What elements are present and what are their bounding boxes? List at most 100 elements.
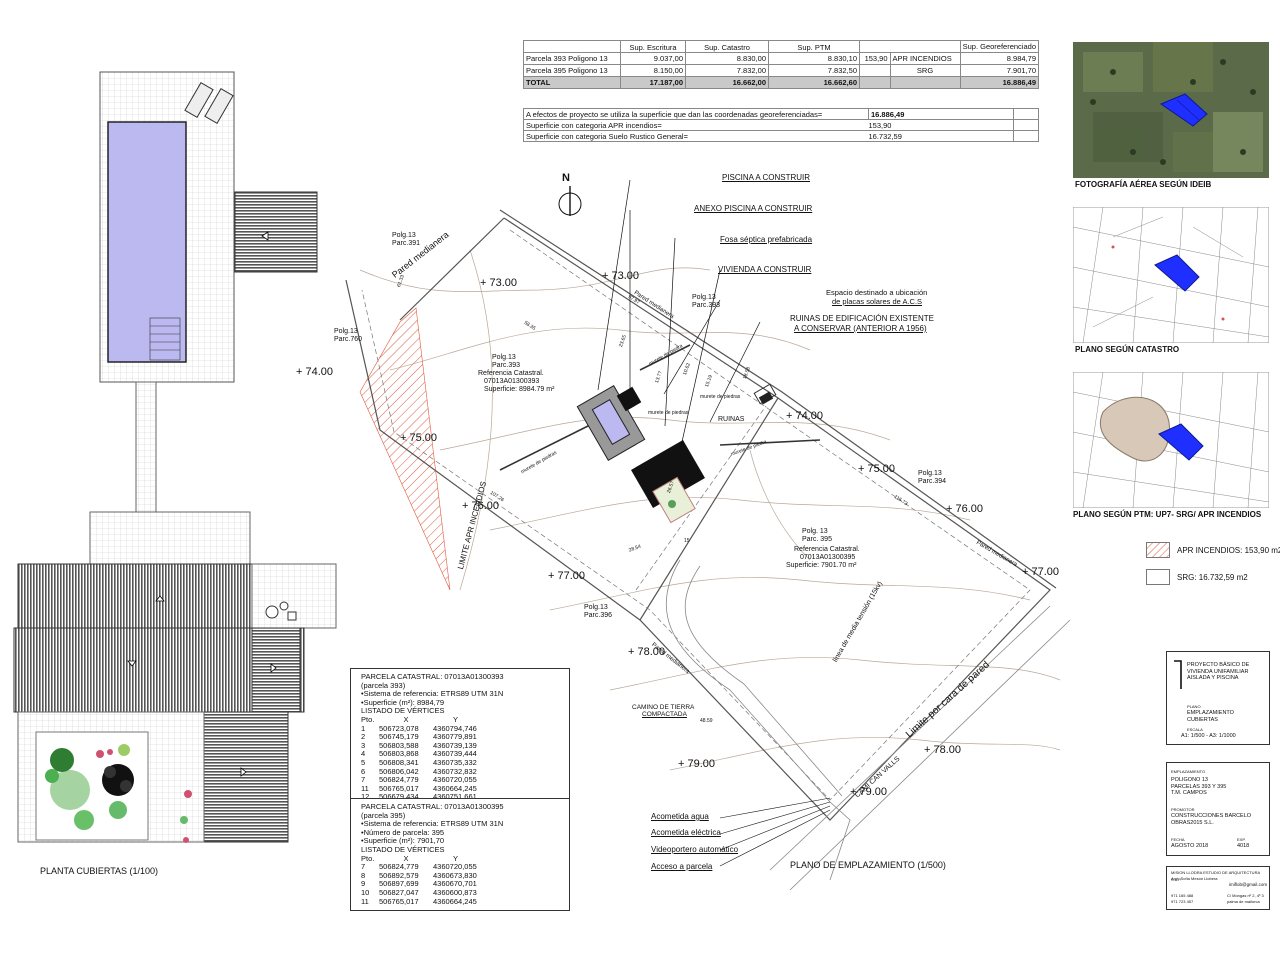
cadastral-ref-label: Referencia Catastral. xyxy=(478,370,544,377)
aerial-photo xyxy=(1073,42,1269,178)
vertex-list-393: PARCELA CATASTRAL: 07013A01300393 (parce… xyxy=(350,668,570,807)
parcel-label: Parc. 395 xyxy=(802,536,832,543)
parcel-boundary xyxy=(345,209,1057,821)
roof-plan-drawing xyxy=(13,71,337,843)
parcel-label: Polg.13 xyxy=(584,604,608,611)
pool-annex-roof xyxy=(234,191,318,273)
titleblock-site: EMPLAZAMIENTO POLIGONO 13 PARCELAS 393 Y… xyxy=(1166,762,1270,856)
elevation-label: + 74.00 xyxy=(296,366,334,378)
callout-access: Acceso a parcela xyxy=(651,862,713,871)
stone-wall-label: murete de piedras xyxy=(700,394,741,400)
callout-pool-annex: ANEXO PISCINA A CONSTRUIR xyxy=(694,204,813,213)
parcel-label: Parc.396 xyxy=(584,612,613,619)
callout-solar-2: de placas solares de A.C.S xyxy=(832,297,923,306)
table-row: Parcela 395 Poligono 13 8.150,00 7.832,0… xyxy=(523,64,1040,77)
note-row: A efectos de proyecto se utiliza la supe… xyxy=(523,108,1039,120)
callout-road-2: COMPACTADA xyxy=(642,711,687,718)
callout-house: VIVIENDA A CONSTRUIR xyxy=(718,265,812,274)
pool-building-group xyxy=(576,384,705,524)
stone-wall-label: murete de piedras xyxy=(648,410,689,416)
vertex-list-395: PARCELA CATASTRAL: 07013A01300395 (parce… xyxy=(350,798,570,912)
elevation-label: + 73.00 xyxy=(602,270,640,282)
surface-notes: A efectos de proyecto se utiliza la supe… xyxy=(523,108,1039,142)
road xyxy=(665,559,1070,890)
titleblock-project: PROYECTO BÁSICO DE VIVIENDA UNIFAMILIAR … xyxy=(1166,651,1270,745)
contour-lines xyxy=(359,249,1061,771)
parcel-label: Parc.391 xyxy=(392,240,421,247)
parcel-area: Superficie: 8984.79 m² xyxy=(484,386,555,393)
elevation-label: + 74.00 xyxy=(786,410,824,422)
photo-caption: FOTOGRAFÍA AÉREA SEGÚN IDEIB xyxy=(1075,180,1212,189)
legend-swatch-srg xyxy=(1146,569,1170,585)
callout-videoportero: Videoportero automático xyxy=(651,845,739,854)
georef-header: Sup. Georeferenciado xyxy=(962,42,1036,51)
elevation-label: + 76.00 xyxy=(946,503,984,515)
elevation-label: + 76.00 xyxy=(462,500,500,512)
parcel-highlight xyxy=(1154,254,1200,292)
surface-table: Sup. Escritura Sup. Catastro Sup. PTM Su… xyxy=(523,40,1040,89)
titleblock-office: MISION LLODRA ESTUDIO DE ARQUITECTURA S.… xyxy=(1166,866,1270,910)
parcel-label: Polg.13 xyxy=(692,294,716,301)
house-roof xyxy=(17,563,255,629)
parcel-label: Polg. 13 xyxy=(802,528,828,535)
elevation-label: + 78.00 xyxy=(628,646,666,658)
cadastral-ref-label: Referencia Catastral. xyxy=(794,546,860,553)
parcel-area: Superficie: 7901.70 m² xyxy=(786,562,857,569)
legend-label-apr: APR INCENDIOS: 153,90 m2 xyxy=(1177,546,1280,555)
parcel-label: Polg.13 xyxy=(918,470,942,477)
dimension-label: 15 xyxy=(684,538,690,544)
cadastre-map xyxy=(1073,207,1269,343)
parcel-label: Parc.393 xyxy=(492,362,521,369)
apr-zone xyxy=(1099,396,1170,462)
elevation-label: + 73.00 xyxy=(480,277,518,289)
surface-table-header: Sup. Escritura Sup. Catastro Sup. PTM Su… xyxy=(523,40,1040,53)
ptm-map xyxy=(1073,372,1269,508)
callout-solar-1: Espacio destinado a ubicación xyxy=(826,288,928,297)
office-email: imiflob@gmail.com xyxy=(1229,882,1268,887)
elevation-label: + 77.00 xyxy=(548,570,586,582)
sun-lounger xyxy=(184,81,214,119)
north-label: N xyxy=(562,172,570,184)
parcel-highlight xyxy=(1159,93,1208,127)
callout-ruins-1: RUINAS DE EDIFICACIÓN EXISTENTE xyxy=(790,314,935,323)
table-row: Parcela 393 Poligono 13 9.037,00 8.830,0… xyxy=(523,52,1040,65)
callout-ruins-2: A CONSERVAR (ANTERIOR A 1956) xyxy=(794,324,927,333)
pool xyxy=(107,121,187,363)
table-total-row: TOTAL 17.187,00 16.662,00 16.662,60 16.8… xyxy=(523,76,1040,89)
site-pool xyxy=(591,398,631,446)
acometida-leaders xyxy=(719,797,831,867)
note-row: Superficie con categoria APR incendios=1… xyxy=(523,119,1039,131)
elevation-label: + 79.00 xyxy=(678,758,716,770)
photo-caption: PLANO SEGÚN PTM: UP7- SRG/ APR INCENDIOS xyxy=(1073,510,1262,519)
elevation-label: + 75.00 xyxy=(858,463,896,475)
site-plan-drawing xyxy=(345,179,1070,890)
parcel-label: Parc.394 xyxy=(918,478,947,485)
site-plan-title: PLANO DE EMPLAZAMIENTO (1/500) xyxy=(790,860,946,870)
parcel-label: Polg.13 xyxy=(392,232,416,239)
ruins-label: RUINAS xyxy=(718,416,745,423)
callout-leaders xyxy=(597,179,761,461)
stone-walls xyxy=(499,344,821,471)
architect-logo xyxy=(1174,660,1182,689)
sun-lounger xyxy=(204,87,234,125)
note-row: Superficie con categoria Suelo Rustico G… xyxy=(523,130,1039,142)
parcel-highlight xyxy=(1158,423,1204,461)
parcel-label: Polg.13 xyxy=(334,328,358,335)
parcel-label: Polg.13 xyxy=(492,354,516,361)
photo-caption: PLANO SEGÚN CATASTRO xyxy=(1075,345,1180,354)
cadastral-ref: 07013A01300393 xyxy=(484,378,540,385)
garden-plants xyxy=(45,744,192,843)
callout-septic: Fosa séptica prefabricada xyxy=(720,235,813,244)
